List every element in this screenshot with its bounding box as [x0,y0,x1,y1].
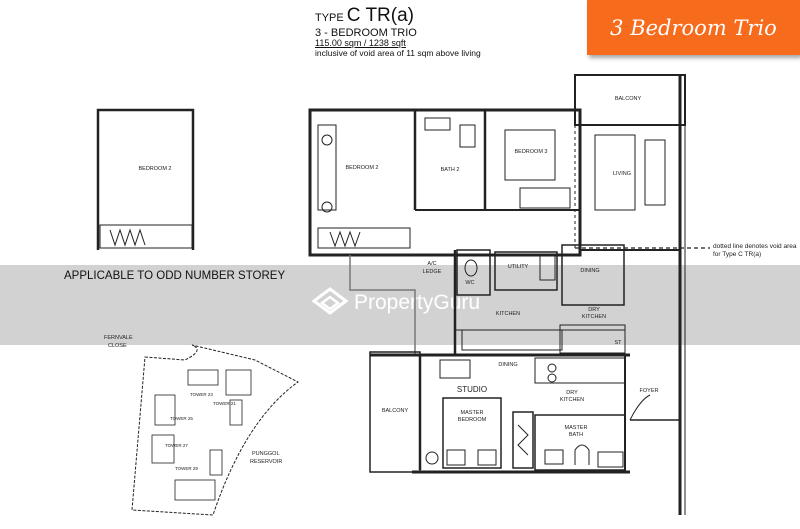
unit-area: 115.00 sqm / 1238 sqft [315,37,406,48]
road-label-1: FERNVALE [104,335,133,341]
odd-storey-caption: APPLICABLE TO ODD NUMBER STOREY [64,270,286,282]
studio-label: STUDIO [457,385,487,394]
master-bath-label-1: MASTER [565,425,588,431]
watermark-brand: PropertyGuru [354,291,481,314]
unit-type-badge: 3 Bedroom Trio [587,0,800,55]
road-label-2: CLOSE [108,343,127,349]
service-area-walls [349,244,626,355]
odd-bedroom-2-label: BEDROOM 2 [138,166,171,172]
bedroom-2-label: BEDROOM 2 [345,165,378,171]
propertyguru-watermark: PropertyGuru [312,287,480,319]
studio-walls [369,351,680,474]
dry-kitchen-label-2: KITCHEN [582,314,606,320]
kitchen-label: KITCHEN [496,311,520,317]
void-note: inclusive of void area of 11 sqm above l… [315,47,481,58]
unit-header: TYPE C TR(a) 3 - BEDROOM TRIO 115.00 sqm… [315,5,481,58]
site-plan [131,344,299,516]
propertyguru-logo-icon [312,287,348,315]
utility-label: UTILITY [508,264,529,270]
wc-label: WC [465,280,474,286]
master-bath-label-2: BATH [569,432,583,438]
studio-dining-label: DINING [498,362,517,368]
odd-storey-bedroom-plan [96,108,195,250]
type-code: C TR(a) [346,5,415,26]
st-label: ST [614,340,622,346]
bedroom-3-label: BEDROOM 3 [514,149,547,155]
type-prefix: TYPE [315,12,344,24]
tower-21-label: TOWER 21 [213,401,236,406]
watermark-band [0,265,800,345]
balcony-bottom-label: BALCONY [382,408,409,414]
reservoir-label-1: PUNGGOL [252,451,280,457]
unit-name: 3 - BEDROOM TRIO [315,26,417,39]
void-legend: dotted line denotes void area for Type C… [713,243,796,260]
tower-23-label: TOWER 23 [190,392,213,397]
dry-kitchen-label-1: DRY [588,307,600,313]
void-legend-line-1: dotted line denotes void area [713,243,797,250]
tower-25-label: TOWER 25 [170,416,193,421]
studio-dry-kitchen-label-1: DRY [566,390,578,396]
ac-ledge-label-1: A/C [427,261,436,267]
studio-dry-kitchen-label-2: KITCHEN [560,397,584,403]
ac-ledge-label-2: LEDGE [423,269,442,275]
tower-29-label: TOWER 29 [175,466,198,471]
tower-27-label: TOWER 27 [165,443,188,448]
master-bedroom-label-2: BEDROOM [458,417,487,423]
dining-label: DINING [580,268,599,274]
bath-2-label: BATH 2 [441,167,460,173]
upper-rooms-walls [308,74,710,515]
balcony-top-label: BALCONY [615,96,642,102]
foyer-label: FOYER [640,388,659,394]
reservoir-label-2: RESERVOIR [250,459,282,465]
void-legend-line-2: for Type C TR(a) [713,251,762,259]
master-bedroom-label-1: MASTER [461,410,484,416]
living-label: LIVING [613,171,631,177]
